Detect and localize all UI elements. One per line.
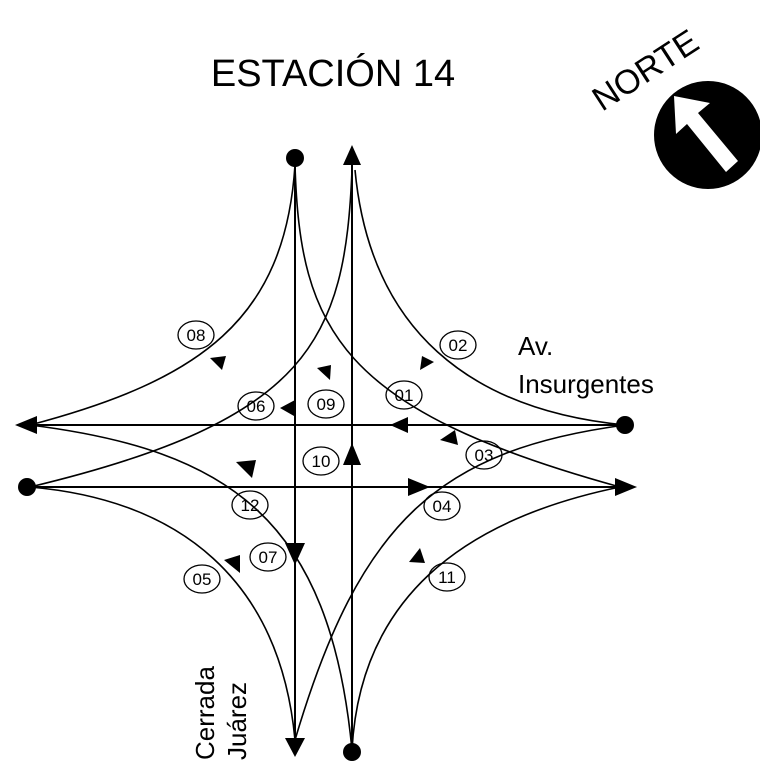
arrow-06 — [280, 400, 295, 416]
north-arrow-icon — [654, 81, 760, 189]
path-03 — [294, 424, 626, 741]
arrow-09 — [317, 365, 331, 380]
movement-03: 03 — [475, 446, 494, 465]
origin-north — [286, 149, 304, 167]
movement-01: 01 — [395, 386, 414, 405]
path-05 — [29, 486, 296, 741]
street-ns-line1: Cerrada — [190, 666, 220, 760]
path-12 — [29, 424, 353, 751]
movement-08: 08 — [187, 326, 206, 345]
movement-label-text: 08 02 01 06 09 10 03 04 12 07 05 11 — [187, 326, 494, 589]
arrow-02 — [420, 356, 434, 370]
origin-south — [343, 743, 361, 761]
street-ew-line2: Insurgentes — [518, 369, 654, 399]
origin-east — [616, 416, 634, 434]
arrowheads — [15, 145, 637, 761]
movement-06: 06 — [247, 397, 266, 416]
arrow-north-out — [343, 145, 361, 165]
arrow-03 — [440, 430, 458, 445]
origin-west — [18, 478, 36, 496]
arrow-12 — [236, 460, 256, 478]
path-08 — [29, 164, 296, 426]
movement-labels — [177, 320, 503, 594]
arrow-05 — [224, 555, 240, 573]
movement-07: 07 — [259, 548, 278, 567]
movement-10: 10 — [312, 452, 331, 471]
movement-11: 11 — [438, 568, 456, 587]
arrow-west-out — [15, 416, 37, 434]
movement-05: 05 — [193, 570, 212, 589]
street-ns-line2: Juárez — [222, 682, 252, 760]
diagram-title: ESTACIÓN 14 — [211, 52, 455, 95]
arrow-10 — [343, 443, 361, 465]
path-09 — [294, 164, 621, 488]
movement-12: 12 — [241, 496, 260, 515]
street-ew-line1: Av. — [518, 331, 553, 361]
arrow-08 — [210, 356, 226, 370]
arrow-south-out — [285, 738, 305, 757]
arrow-01 — [390, 417, 408, 433]
movement-02: 02 — [449, 336, 468, 355]
movement-09: 09 — [317, 395, 336, 414]
path-06 — [29, 169, 353, 488]
path-11 — [351, 486, 621, 751]
arrow-04 — [408, 478, 430, 496]
path-02 — [354, 169, 626, 426]
arrow-east-out — [615, 478, 637, 496]
arrow-07 — [285, 543, 305, 565]
arrow-11 — [409, 548, 425, 563]
movement-04: 04 — [433, 497, 452, 516]
